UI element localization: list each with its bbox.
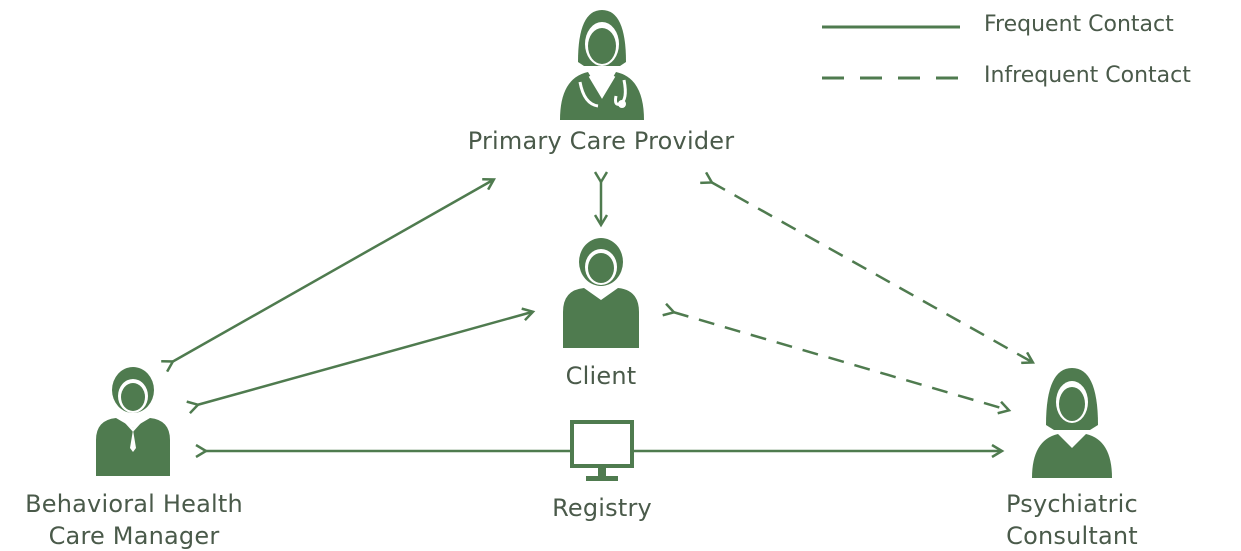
legend-frequent-label: Frequent Contact (984, 12, 1174, 37)
computer-monitor-icon (570, 420, 634, 481)
psychiatric-label-line1: Psychiatric (1006, 490, 1138, 518)
care-manager-label-line1: Behavioral Health (25, 490, 243, 518)
doctor-icon (560, 10, 644, 120)
primary-care-provider-label: Primary Care Provider (467, 127, 735, 155)
psychiatric-label-line2: Consultant (1006, 522, 1138, 550)
connector-client-consultant (673, 312, 1008, 410)
connector-pcp-consultant (711, 182, 1032, 362)
connector-manager-client (197, 312, 532, 405)
registry-label: Registry (552, 494, 652, 522)
client-person-icon (563, 238, 639, 348)
care-manager-label-line2: Care Manager (48, 522, 220, 550)
female-consultant-icon (1032, 368, 1112, 478)
legend-infrequent-label: Infrequent Contact (984, 63, 1191, 88)
connector-manager-pcp (172, 180, 493, 362)
client-label: Client (565, 362, 637, 390)
male-manager-icon (96, 367, 170, 476)
